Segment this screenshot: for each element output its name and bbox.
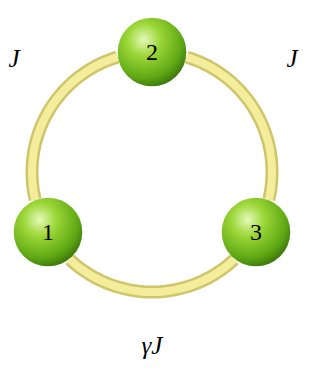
site-number: 2 bbox=[146, 40, 158, 64]
ring-bond bbox=[32, 57, 117, 199]
site-number: 3 bbox=[250, 220, 262, 244]
coupling-label: γJ bbox=[142, 333, 163, 358]
site-number: 1 bbox=[42, 220, 54, 244]
sphere-node: 3 bbox=[221, 197, 291, 267]
coupling-label: J bbox=[8, 46, 19, 71]
ring-bond bbox=[70, 259, 234, 292]
ring-bond bbox=[187, 57, 272, 199]
sphere-node: 2 bbox=[117, 17, 187, 87]
sphere-node: 1 bbox=[13, 197, 83, 267]
coupling-label: J bbox=[286, 46, 297, 71]
